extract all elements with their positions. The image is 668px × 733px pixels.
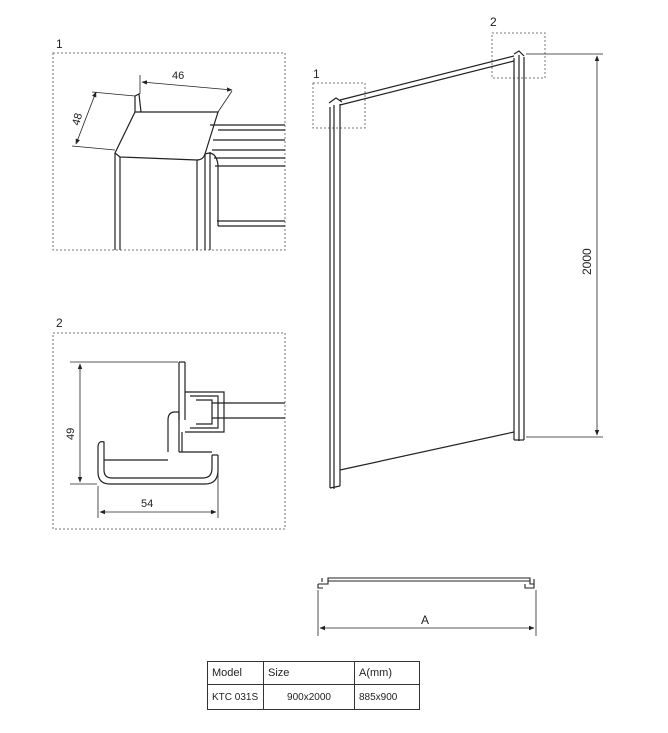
detail-1-view: 1 46	[52, 37, 286, 251]
detail-2-label: 2	[56, 316, 63, 330]
main-panel-view: 1 2 2000	[312, 15, 603, 489]
detail-2-frame	[52, 332, 286, 530]
detail-1-frame	[52, 52, 286, 251]
plan-panel-drawing	[317, 577, 535, 589]
table-row: KTC 031S 900x2000 885x900	[207, 684, 420, 710]
detail-1-width-dimension	[141, 80, 233, 92]
detail-2-width-label: 54	[141, 498, 153, 510]
detail-1-width-label: 46	[172, 70, 184, 82]
spec-header-size: Size	[263, 661, 355, 685]
main-callout-2-label: 2	[490, 15, 497, 29]
spec-cell-model: KTC 031S	[207, 684, 264, 710]
spec-cell-a: 885x900	[354, 684, 420, 710]
glass-panel-drawing	[328, 50, 525, 489]
spec-cell-size: 900x2000	[263, 684, 355, 710]
detail-1-height-label: 48	[70, 112, 85, 127]
callout-1-frame	[312, 82, 366, 129]
detail-1-height-dimension	[75, 91, 97, 145]
spec-header-a: A(mm)	[354, 661, 420, 685]
main-callout-1-label: 1	[313, 67, 320, 81]
spec-table-header-row: Model Size A(mm)	[207, 661, 420, 685]
spec-header-model: Model	[207, 661, 264, 685]
spec-table: Model Size A(mm) KTC 031S 900x2000 885x9…	[207, 661, 420, 710]
detail-2-height-label: 49	[65, 428, 77, 440]
detail-2-view: 2 49	[52, 316, 286, 530]
detail-1-label: 1	[56, 37, 63, 51]
plan-view: A	[317, 577, 537, 636]
corner-profile-drawing	[114, 93, 285, 250]
wall-profile-drawing	[97, 361, 285, 485]
plan-width-label: A	[421, 613, 429, 627]
panel-height-label: 2000	[580, 248, 594, 275]
